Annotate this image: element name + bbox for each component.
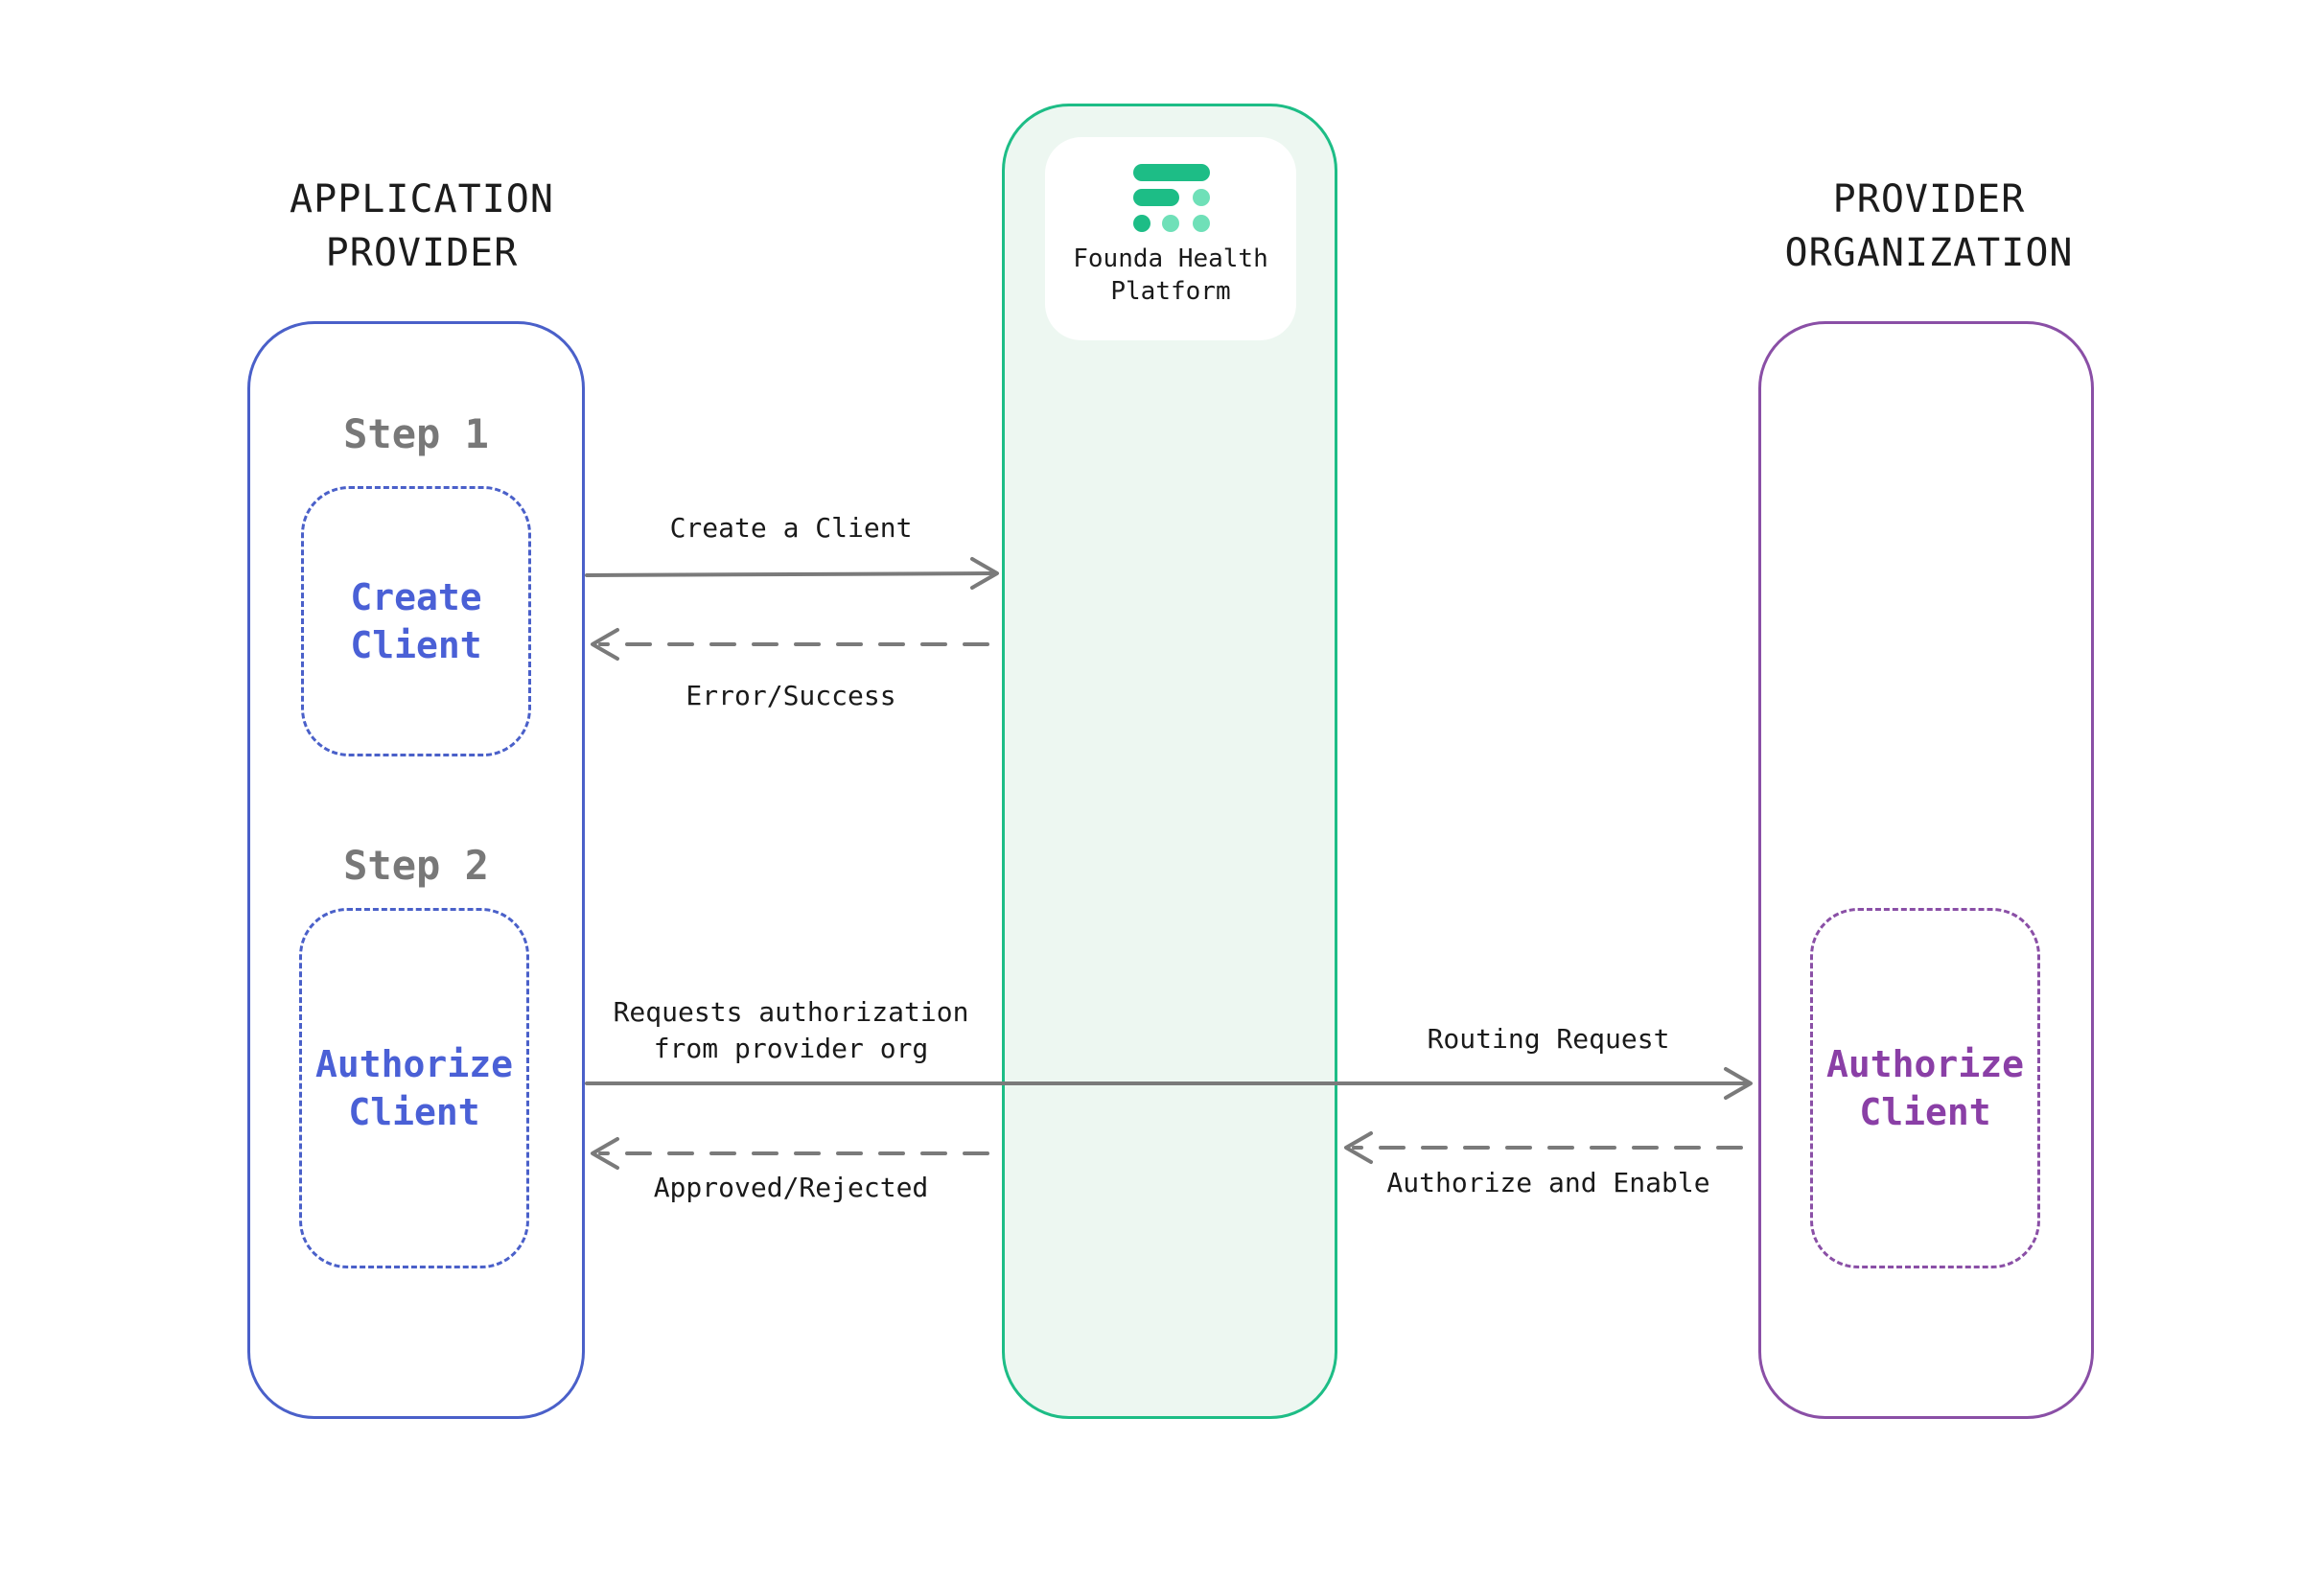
- create-client-arrowhead: [970, 557, 999, 590]
- provider-authorize-client-text: Authorize Client: [1826, 1043, 2024, 1133]
- application-provider-title: APPLICATION PROVIDER: [290, 177, 554, 275]
- founda-logo-card: Founda Health Platform: [1045, 137, 1296, 340]
- authorize-enable-arrowhead: [1344, 1131, 1373, 1164]
- create-client-arrow: [585, 571, 995, 577]
- create-client-label: Create a Client: [669, 512, 913, 544]
- error-success-arrowhead: [591, 628, 619, 661]
- provider-organization-title: PROVIDER ORGANIZATION: [1784, 177, 2074, 275]
- approved-rejected-arrowhead: [591, 1137, 619, 1170]
- authorize-enable-label: Authorize and Enable: [1386, 1167, 1710, 1198]
- create-client-text: Create Client: [350, 576, 482, 666]
- routing-request-arrowhead: [1724, 1067, 1753, 1100]
- authorize-client-text: Authorize Client: [315, 1043, 513, 1133]
- approved-rejected-label: Approved/Rejected: [653, 1172, 929, 1203]
- authorize-client-box: Authorize Client: [299, 908, 529, 1268]
- requests-authorization-label: Requests authorization from provider org: [613, 996, 969, 1064]
- platform-name: Founda Health Platform: [1073, 244, 1268, 306]
- step-1-label: Step 1: [343, 410, 489, 457]
- routing-request-label: Routing Request: [1427, 1023, 1670, 1055]
- provider-authorize-client-box: Authorize Client: [1810, 908, 2040, 1268]
- step-2-label: Step 2: [343, 842, 489, 889]
- error-success-label: Error/Success: [686, 680, 896, 711]
- founda-logo-icon: [1133, 164, 1210, 232]
- create-client-box: Create Client: [301, 486, 531, 756]
